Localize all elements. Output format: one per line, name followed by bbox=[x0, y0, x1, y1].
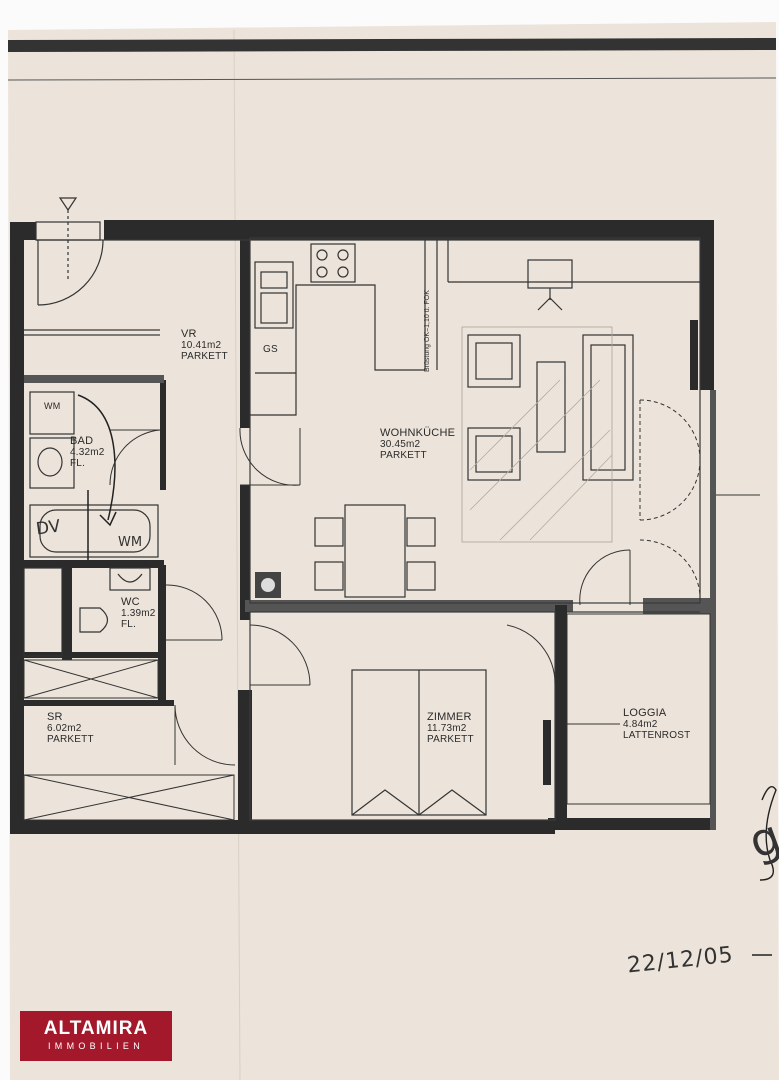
handwritten-marks bbox=[752, 786, 777, 956]
room-area: 30.45m2 bbox=[380, 439, 421, 450]
room-name: LOGGIA bbox=[623, 707, 667, 719]
storage-room bbox=[23, 659, 235, 821]
room-floor: LATTENROST bbox=[623, 730, 691, 741]
bathroom-fixtures bbox=[29, 391, 159, 560]
room-floor: PARKETT bbox=[380, 450, 427, 461]
room-area: 4.32m2 bbox=[70, 447, 105, 458]
wc-fixtures bbox=[23, 567, 151, 657]
living-furniture bbox=[461, 326, 634, 543]
room-label-wohnkueche: WOHNKÜCHE 30.45m2 PARKETT bbox=[380, 427, 456, 462]
room-floor: FL. bbox=[70, 458, 86, 469]
handwritten-wm: WM bbox=[118, 535, 143, 550]
room-name: ZIMMER bbox=[427, 711, 472, 723]
washing-machine-label: WM bbox=[44, 401, 61, 411]
room-area: 4.84m2 bbox=[623, 719, 658, 730]
bed bbox=[351, 669, 487, 816]
entrance-door bbox=[35, 197, 104, 306]
room-label-wc: WC 1.39m2 FL. bbox=[121, 596, 156, 631]
room-area: 10.41m2 bbox=[181, 340, 222, 351]
logo-brand: ALTAMIRA bbox=[43, 1018, 149, 1039]
tv-stand bbox=[527, 259, 573, 311]
altamira-logo: ALTAMIRA IMMOBILIEN bbox=[20, 1011, 172, 1061]
room-floor: PARKETT bbox=[181, 351, 228, 362]
room-floor: FL. bbox=[121, 619, 137, 630]
loggia-outline bbox=[566, 613, 711, 805]
room-label-vr: VR 10.41m2 PARKETT bbox=[181, 328, 228, 363]
dishwasher-label: GS bbox=[263, 344, 278, 355]
walls bbox=[10, 220, 716, 834]
room-name: SR bbox=[47, 711, 63, 723]
kitchen-counter bbox=[250, 240, 700, 416]
dining-table bbox=[314, 504, 436, 598]
room-floor: PARKETT bbox=[427, 734, 474, 745]
room-label-zimmer: ZIMMER 11.73m2 PARKETT bbox=[427, 711, 474, 746]
wall-outlines bbox=[24, 237, 701, 821]
room-name: WC bbox=[121, 596, 140, 608]
room-name: WOHNKÜCHE bbox=[380, 427, 456, 439]
room-name: VR bbox=[181, 328, 197, 340]
room-floor: PARKETT bbox=[47, 734, 94, 745]
room-area: 11.73m2 bbox=[427, 723, 467, 734]
room-label-bad: BAD 4.32m2 FL. bbox=[70, 435, 105, 470]
room-label-sr: SR 6.02m2 PARKETT bbox=[47, 711, 94, 746]
room-area: 6.02m2 bbox=[47, 723, 82, 734]
room-label-loggia: LOGGIA 4.84m2 LATTENROST bbox=[623, 707, 691, 742]
room-name: BAD bbox=[70, 435, 94, 447]
parapet-note: Brüstung OK=1,10 ü. FOK bbox=[424, 290, 431, 372]
handwritten-dv: DV bbox=[34, 516, 62, 540]
doors bbox=[109, 390, 760, 766]
logo-subtitle: IMMOBILIEN bbox=[47, 1041, 144, 1051]
room-area: 1.39m2 bbox=[121, 608, 156, 619]
